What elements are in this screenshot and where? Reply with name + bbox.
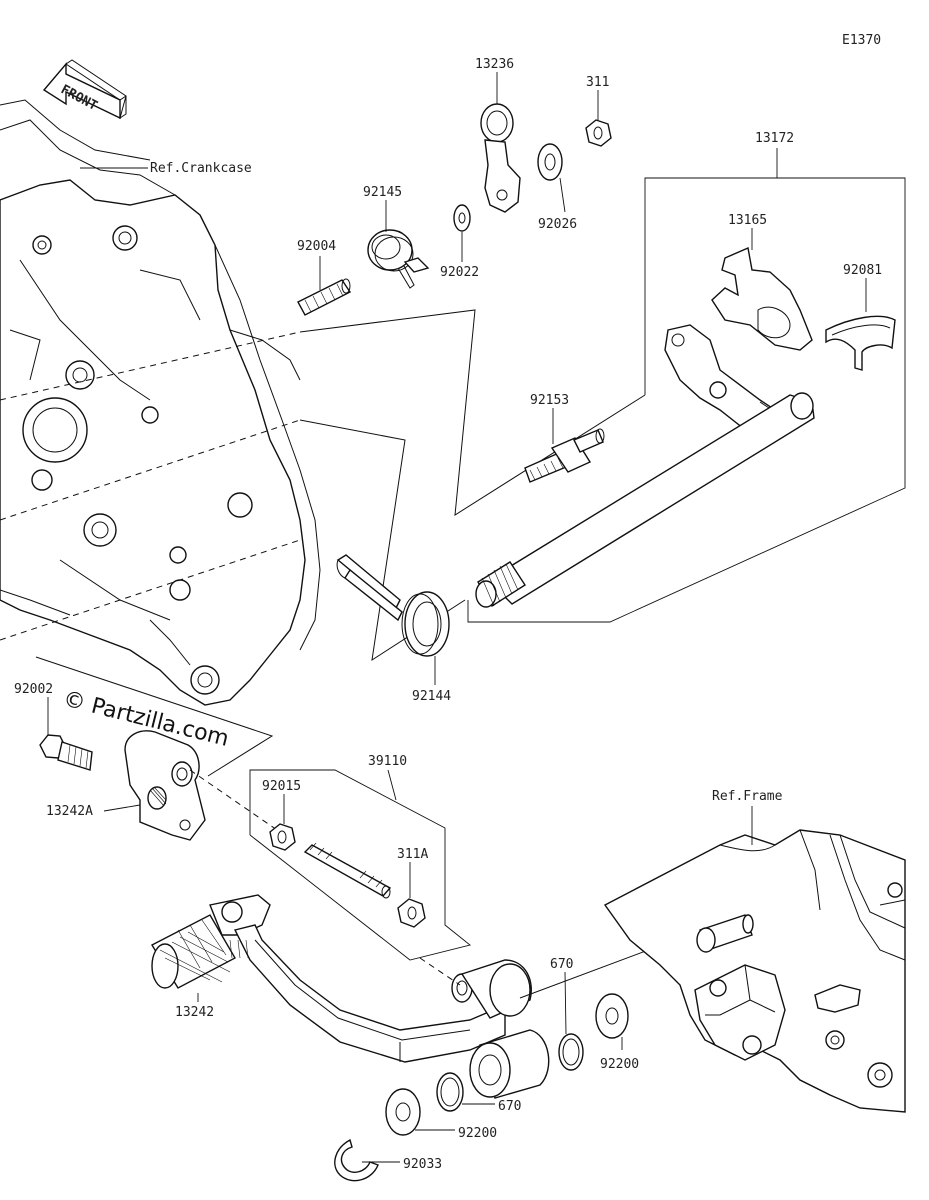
part-pedal-pivot-lower [469, 1029, 550, 1099]
part-92153-pin [524, 428, 605, 483]
ref-frame-label: Ref.Frame [712, 789, 783, 804]
label-13165: 13165 [728, 213, 767, 228]
part-13242-shift-pedal [151, 894, 506, 1063]
part-13242A-clamp [124, 730, 206, 841]
label-13236: 13236 [475, 57, 514, 72]
bracket-39110 [249, 769, 471, 961]
label-92153: 92153 [530, 393, 569, 408]
label-670-upper: 670 [550, 957, 573, 972]
bracket-13172 [467, 177, 906, 623]
leader-13242A [103, 804, 141, 812]
part-13165-plate [711, 247, 813, 351]
part-13172-shift-shaft [475, 324, 815, 608]
part-670-oring-lower [436, 1072, 464, 1112]
break-line-upper [299, 309, 646, 516]
crankcase-drawing [0, 99, 321, 706]
projection-line-clamp [189, 769, 281, 833]
front-arrow-icon: FRONT [42, 59, 127, 120]
label-39110: 39110 [368, 754, 407, 769]
label-92081: 92081 [843, 263, 882, 278]
part-92145-spring [367, 229, 430, 289]
part-92015-nut [269, 823, 296, 851]
label-13242A: 13242A [46, 804, 93, 819]
label-92004: 92004 [297, 239, 336, 254]
label-92144: 92144 [412, 689, 451, 704]
projection-line-middle [0, 419, 301, 521]
label-670-lower: 670 [498, 1099, 521, 1114]
label-92200-upper: 92200 [600, 1057, 639, 1072]
leader-39110 [387, 769, 397, 801]
part-92081-clip [825, 315, 896, 371]
part-311A-nut [397, 898, 426, 928]
label-92022: 92022 [440, 265, 479, 280]
label-311: 311 [586, 75, 609, 90]
part-670-oring-upper [558, 1033, 584, 1071]
part-92200-washer-upper [595, 993, 629, 1039]
part-311-nut [585, 119, 612, 147]
part-92026-washer [537, 143, 563, 181]
label-92200-lower: 92200 [458, 1126, 497, 1141]
projection-line-upper [0, 331, 301, 401]
label-92026: 92026 [538, 217, 577, 232]
projection-line-lower [0, 539, 301, 641]
diagram-code: E1370 [842, 33, 881, 48]
part-pedal-pivot-upper [451, 959, 532, 1019]
part-13236-roller-arm [480, 103, 521, 213]
label-92002: 92002 [14, 682, 53, 697]
label-13172: 13172 [755, 131, 794, 146]
frame-drawing [603, 829, 906, 1113]
part-92033-circlip [334, 1138, 379, 1182]
part-92002-bolt [39, 734, 93, 771]
projection-line-pedal [419, 957, 461, 986]
leader-670-upper [564, 971, 567, 1035]
part-92022-washer [453, 204, 471, 232]
part-39110-rod [303, 842, 392, 899]
part-92144-spring [336, 554, 450, 657]
ref-crankcase-label: Ref.Crankcase [150, 161, 252, 176]
label-13242: 13242 [175, 1005, 214, 1020]
label-92033: 92033 [403, 1157, 442, 1172]
part-92004-stud [297, 278, 352, 316]
leader-92026 [559, 177, 566, 213]
label-92145: 92145 [363, 185, 402, 200]
break-line-clamp [35, 656, 274, 777]
label-92015: 92015 [262, 779, 301, 794]
label-311A: 311A [397, 847, 428, 862]
part-92200-washer-lower [385, 1088, 421, 1136]
